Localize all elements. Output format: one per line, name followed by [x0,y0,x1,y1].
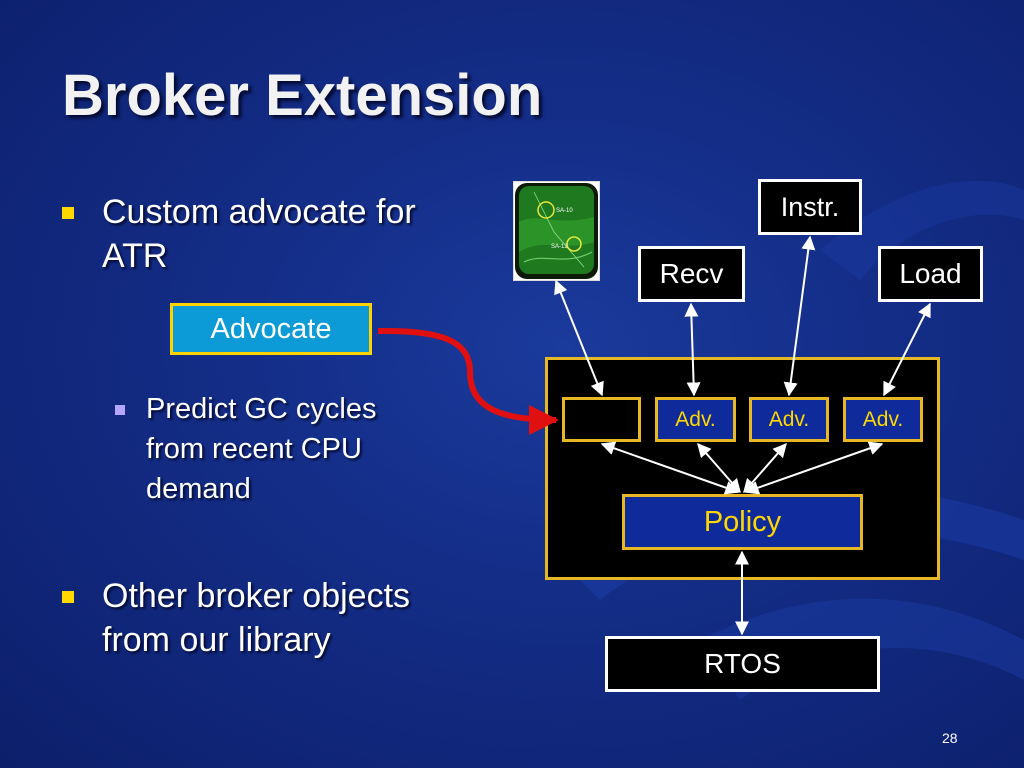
bullet-square-icon [62,591,74,603]
bullet-1-line-2: ATR [102,237,168,275]
sub-bullet: Predict GC cycles from recent CPU demand [115,389,376,509]
adv-box-1: Adv. [655,397,736,442]
advocate-box: Advocate [170,303,372,355]
bullet-1: Custom advocate for ATR [62,190,416,278]
adv-box-3: Adv. [843,397,923,442]
policy-box: Policy [622,494,863,550]
instr-box: Instr. [758,179,862,235]
sub-bullet-line-1: Predict GC cycles [146,393,377,425]
sub-bullet-line-3: demand [146,473,251,505]
bullet-2-line-1: Other broker objects [102,577,411,615]
sub-bullet-line-2: from recent CPU [146,433,362,465]
custom-advocate-slot [562,397,641,442]
rtos-box: RTOS [605,636,880,692]
page-number: 28 [942,730,958,746]
load-box: Load [878,246,983,302]
map-graphic: SA-10 SA-12 [515,183,598,279]
adv-box-2: Adv. [749,397,829,442]
slide-title: Broker Extension [62,63,543,128]
bullet-2: Other broker objects from our library [62,574,410,662]
bullet-2-line-2: from our library [102,621,331,659]
sub-bullet-square-icon [115,405,125,415]
map-label-1: SA-10 [556,208,573,214]
map-label-2: SA-12 [551,244,568,250]
atr-map-image: SA-10 SA-12 [513,181,600,281]
bullet-1-line-1: Custom advocate for [102,193,416,231]
bullet-square-icon [62,207,74,219]
recv-box: Recv [638,246,745,302]
